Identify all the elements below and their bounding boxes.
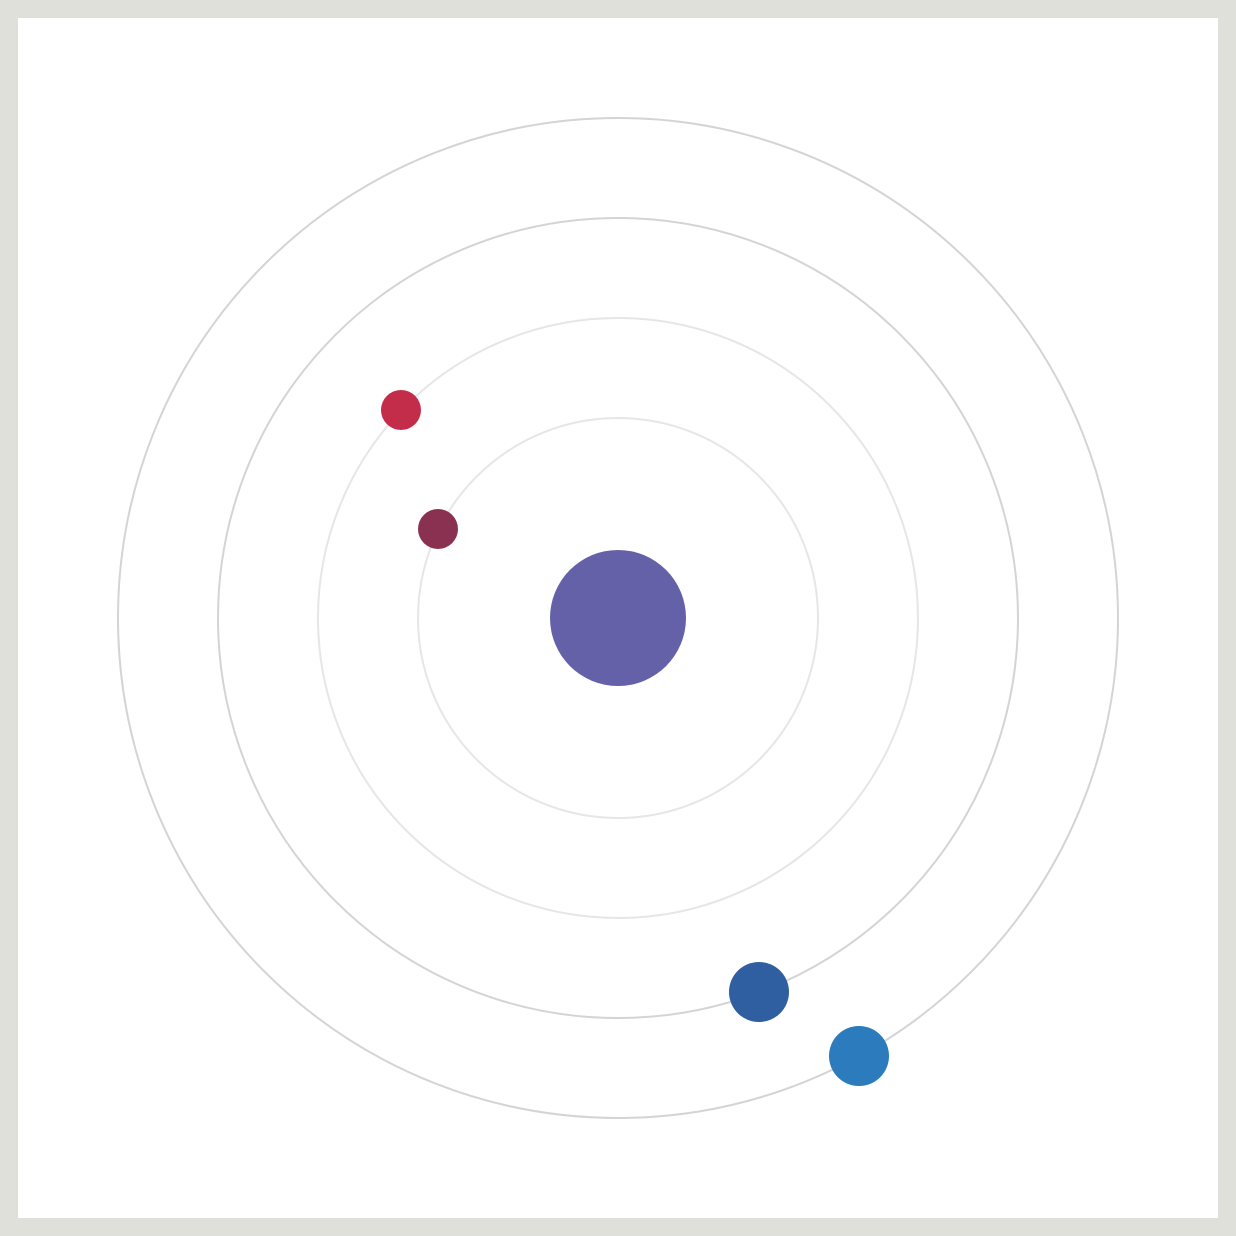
orbits-layer	[117, 117, 1119, 1119]
planets-layer	[381, 390, 889, 1086]
orbit-ring-4	[117, 117, 1119, 1119]
planet-orbit-1	[418, 509, 458, 549]
sun	[550, 550, 686, 686]
planet-orbit-4	[829, 1026, 889, 1086]
orbit-ring-3	[217, 217, 1019, 1019]
orbit-ring-2	[317, 317, 919, 919]
orbit-ring-1	[417, 417, 819, 819]
planet-orbit-3	[729, 962, 789, 1022]
planet-orbit-2	[381, 390, 421, 430]
